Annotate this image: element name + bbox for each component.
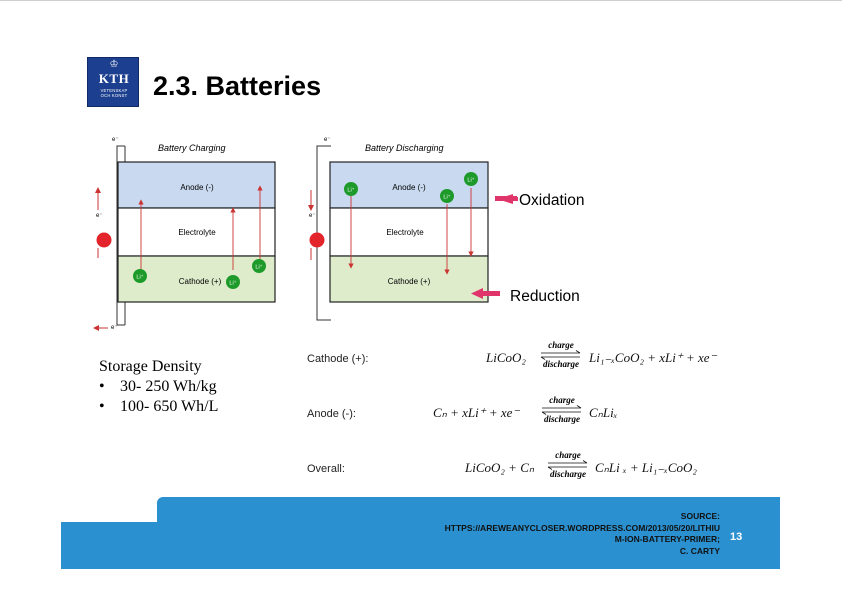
overall-equation-rhs: CₙLi ₓ + Li₁₋ₓCoO₂	[595, 460, 697, 475]
footer-band	[61, 522, 780, 569]
electron-label: e⁻	[96, 213, 103, 219]
electron-label: e⁻	[309, 213, 316, 219]
electron-label: e⁻	[111, 325, 118, 331]
electrolyte-label: Electrolyte	[386, 228, 424, 237]
svg-text:Li⁺: Li⁺	[229, 280, 236, 287]
electron-label: e⁻	[112, 137, 119, 143]
svg-text:Li⁺: Li⁺	[347, 187, 354, 194]
reaction-arrow: charge discharge	[540, 340, 582, 370]
overall-equation-lhs: LiCoO₂ + Cₙ	[465, 460, 535, 475]
anode-equation-rhs: CₙLiₓ	[589, 405, 618, 420]
page-number: 13	[730, 531, 743, 543]
cathode-equation-label: Cathode (+):	[307, 353, 369, 365]
li-ion	[464, 172, 478, 186]
svg-text:Li⁺: Li⁺	[255, 264, 262, 271]
cathode-equation-rhs: Li₁₋ₓCoO₂ + xLi⁺ + xe⁻	[589, 350, 717, 365]
li-ion	[344, 182, 358, 196]
logo-text: KTH	[98, 71, 130, 86]
list-item: •100- 650 Wh/L	[99, 398, 219, 415]
source-citation: SOURCE: HTTPS://AREWEANYCLOSER.WORDPRESS…	[444, 511, 720, 556]
equilibrium-arrow-icon	[547, 460, 588, 470]
cathode-label: Cathode (+)	[179, 277, 222, 286]
storage-heading: Storage Density	[99, 358, 202, 375]
storage-density: Storage Density •30- 250 Wh/kg •100- 650…	[99, 357, 218, 417]
reduction-label: Reduction	[510, 288, 580, 305]
discharging-diagram: Battery Discharging e⁻ e⁻ Anode (-) Elec…	[308, 137, 489, 321]
reduction-arrow-bar	[480, 291, 500, 296]
cathode-equation-lhs: LiCoO₂	[486, 350, 526, 365]
li-ion	[440, 189, 454, 203]
power-source-icon	[96, 232, 112, 248]
crown-icon: ♔	[109, 59, 119, 70]
electron-label: e⁻	[324, 137, 331, 143]
circuit-wire	[116, 145, 125, 326]
li-ion	[133, 269, 147, 283]
overall-equation-label: Overall:	[307, 463, 345, 475]
cathode-label: Cathode (+)	[388, 277, 431, 286]
list-item: •30- 250 Wh/kg	[99, 378, 217, 395]
svg-text:Li⁺: Li⁺	[136, 274, 143, 281]
storage-list: •30- 250 Wh/kg •100- 650 Wh/L	[99, 377, 218, 417]
anode-label: Anode (-)	[392, 183, 426, 192]
anode-equation-label: Anode (-):	[307, 408, 356, 420]
anode-label: Anode (-)	[180, 183, 214, 192]
reaction-arrow: charge discharge	[547, 450, 589, 480]
equilibrium-arrow-icon	[541, 405, 582, 415]
charging-diagram: Battery Charging e⁻ e⁻ e⁻ Anode (-) Elec…	[93, 137, 276, 331]
electrolyte-layer	[117, 207, 276, 257]
discharging-title: Battery Discharging	[365, 143, 444, 153]
reduction-arrow-icon	[471, 288, 483, 299]
kth-logo: ♔ KTH VETENSKAP OCH KONST	[87, 57, 139, 107]
li-ion	[226, 275, 240, 289]
slide-title: 2.3. Batteries	[153, 71, 322, 101]
reaction-arrow: charge discharge	[541, 395, 583, 425]
equilibrium-arrow-icon	[540, 350, 581, 360]
anode-equation-lhs: Cₙ + xLi⁺ + xe⁻	[433, 405, 520, 420]
oxidation-arrow-bar	[495, 196, 517, 201]
li-ion	[252, 259, 266, 273]
power-source-icon	[309, 232, 325, 248]
svg-text:Li⁺: Li⁺	[443, 194, 450, 201]
charging-title: Battery Charging	[158, 143, 226, 153]
svg-text:Li⁺: Li⁺	[467, 177, 474, 184]
oxidation-label: Oxidation	[519, 192, 584, 209]
top-divider	[0, 0, 842, 1]
electrolyte-layer	[329, 207, 489, 257]
electrolyte-label: Electrolyte	[178, 228, 216, 237]
cathode-layer	[329, 255, 489, 303]
logo-subtext: VETENSKAP OCH KONST	[100, 88, 128, 98]
battery-diagram: Battery Charging e⁻ e⁻ e⁻ Anode (-) Elec…	[93, 137, 584, 331]
